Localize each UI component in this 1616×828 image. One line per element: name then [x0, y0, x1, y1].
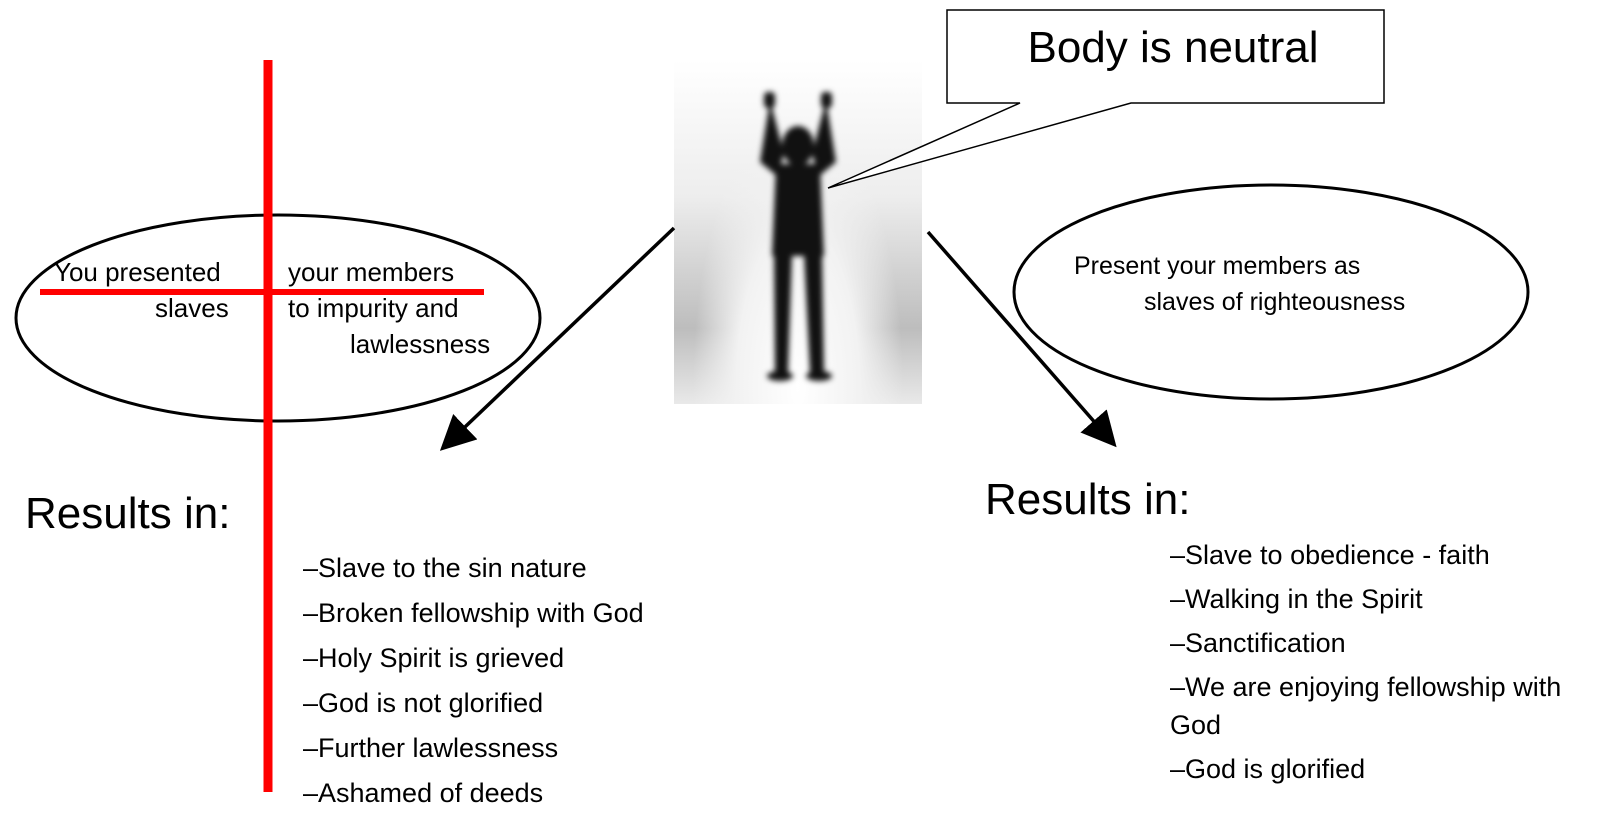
- left-oval-phrase-lawlessness: lawlessness: [350, 329, 491, 359]
- left-arrow: [439, 226, 676, 451]
- right-oval: [1012, 183, 1530, 401]
- left-oval-phrase-your-members: your members: [288, 257, 455, 287]
- left-oval: [14, 213, 542, 423]
- list-item: –Slave to obedience - faith: [1170, 540, 1490, 570]
- list-item: –Further lawlessness: [303, 733, 559, 763]
- right-oval-line-1: Present your members as: [1074, 252, 1361, 280]
- right-arrow: [926, 230, 1117, 448]
- left-oval-phrase-you-presented: You presented: [54, 257, 221, 287]
- left-oval-phrase-impurity: to impurity and: [288, 293, 459, 323]
- right-results-heading: Results in:: [985, 475, 1191, 524]
- left-results-list: –Slave to the sin nature –Broken fellows…: [303, 552, 644, 822]
- list-item: –Holy Spirit is grieved: [303, 643, 565, 673]
- silhouette-figure-icon: [760, 92, 836, 381]
- silhouette-photo: [674, 60, 922, 404]
- left-results-heading: Results in:: [25, 489, 231, 538]
- list-item: –God is not glorified: [303, 688, 544, 718]
- list-item: –God is glorified: [1170, 754, 1366, 784]
- callout-box: [827, 9, 1385, 189]
- right-oval-line-2: slaves of righteousness: [1144, 288, 1406, 316]
- left-oval-phrase-slaves: slaves: [155, 293, 229, 323]
- list-item: –Walking in the Spirit: [1170, 584, 1423, 614]
- right-results-list: –Slave to obedience - faith –Walking in …: [1170, 536, 1590, 794]
- list-item: –Slave to the sin nature: [303, 553, 587, 583]
- list-item: –We are enjoying fellowship with God: [1170, 672, 1562, 740]
- list-item: –Broken fellowship with God: [303, 598, 644, 628]
- list-item: –Sanctification: [1170, 628, 1346, 658]
- list-item: –Ashamed of deeds: [303, 778, 544, 808]
- callout-text: Body is neutral: [1027, 23, 1319, 72]
